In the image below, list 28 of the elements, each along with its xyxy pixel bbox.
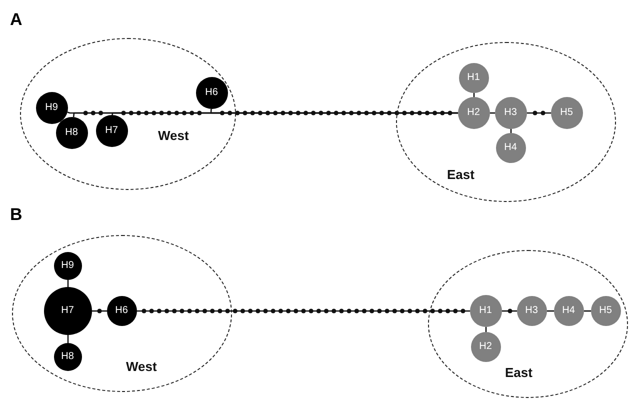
haplotype-circle: H2 — [470, 332, 500, 362]
haplotype-circle: H8 — [54, 342, 82, 370]
region-label: East — [447, 167, 474, 182]
haplotype-circle: H5 — [590, 296, 620, 326]
haplotype-circle: H1 — [470, 294, 502, 326]
haplotype-circle: H4 — [496, 132, 526, 162]
haplotype-circle: H3 — [516, 296, 546, 326]
haplotype-circle: H5 — [550, 96, 582, 128]
haplotype-circle: H6 — [196, 76, 228, 108]
panel-letter: A — [10, 10, 22, 30]
haplotype-circle: H7 — [44, 286, 92, 334]
region-label: West — [158, 128, 189, 143]
haplotype-circle: H3 — [494, 96, 526, 128]
population-ellipse — [20, 38, 236, 190]
population-ellipse — [12, 235, 232, 392]
population-ellipse — [428, 250, 628, 398]
haplotype-circle: H9 — [54, 252, 82, 280]
haplotype-circle: H1 — [458, 62, 488, 92]
haplotype-circle: H7 — [96, 114, 128, 146]
haplotype-circle: H4 — [554, 296, 584, 326]
region-label: West — [126, 359, 157, 374]
panel-letter: B — [10, 205, 22, 225]
haplotype-circle: H2 — [458, 96, 490, 128]
region-label: East — [505, 365, 532, 380]
population-ellipse — [396, 42, 616, 202]
haplotype-circle: H9 — [36, 92, 68, 124]
haplotype-circle: H8 — [56, 116, 88, 148]
haplotype-circle: H6 — [106, 296, 136, 326]
